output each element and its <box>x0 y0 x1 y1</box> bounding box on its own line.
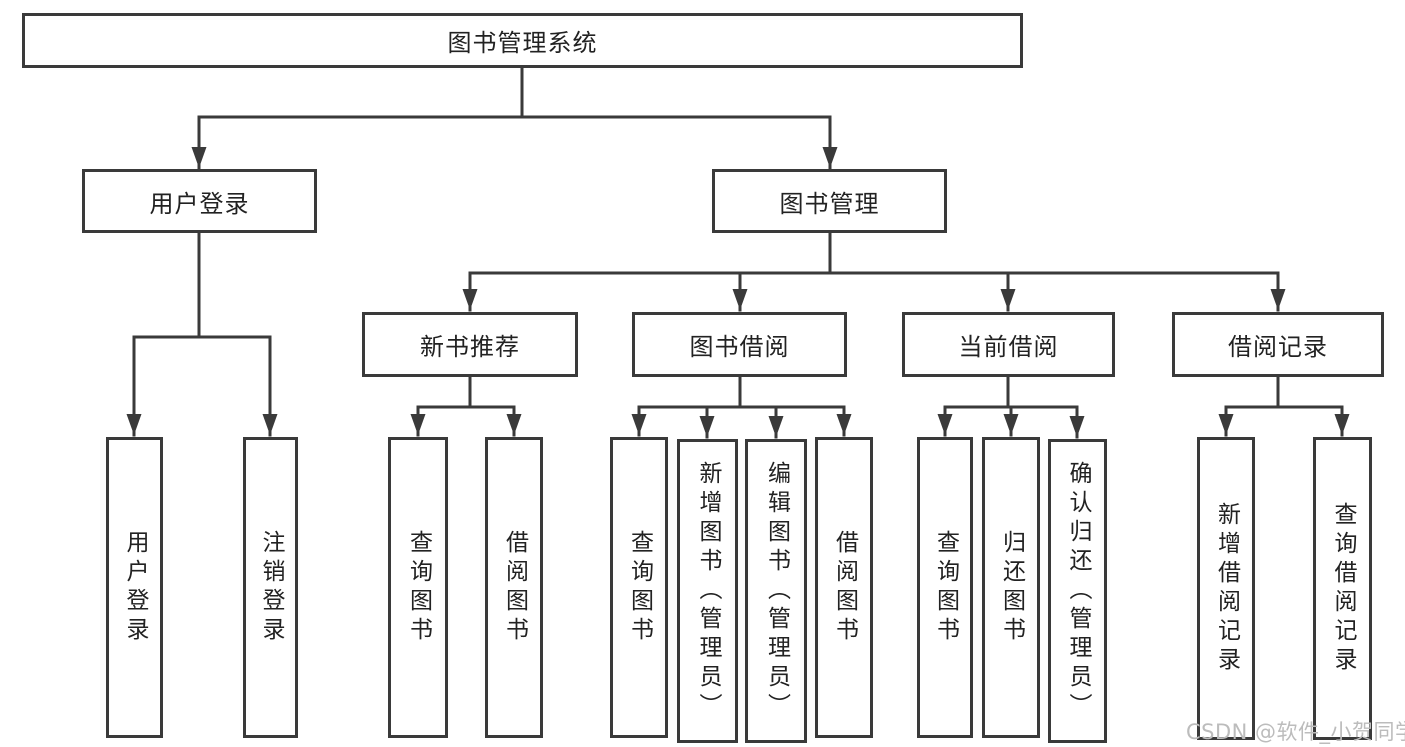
connector-borrow-records-children <box>1218 374 1350 437</box>
connector-book-borrow-children <box>631 374 852 439</box>
leaf-logout-label: 注销登录 <box>258 529 284 646</box>
node-root: 图书管理系统 <box>22 13 1023 68</box>
node-user-login: 用户登录 <box>82 169 317 233</box>
node-new-book-rec: 新书推荐 <box>362 312 578 377</box>
leaf-add-books-admin: 新增图书（管理员） <box>677 439 738 743</box>
leaf-newbook-query-books: 查询图书 <box>388 437 448 738</box>
node-user-login-label: 用户登录 <box>149 189 250 218</box>
node-book-borrow-label: 图书借阅 <box>689 333 790 361</box>
watermark: CSDN @软件_小贺同学 <box>1186 720 1405 744</box>
node-book-borrow: 图书借阅 <box>632 312 847 377</box>
leaf-borrow-borrow-books: 借阅图书 <box>815 437 873 738</box>
leaf-query-borrow-record: 查询借阅记录 <box>1313 437 1372 740</box>
connector-root-to-level2 <box>191 64 838 170</box>
leaf-logout: 注销登录 <box>243 437 298 738</box>
node-current-borrow-label: 当前借阅 <box>958 333 1059 361</box>
leaf-newbook-borrow-books-label: 借阅图书 <box>501 529 528 646</box>
leaf-confirm-return-admin-label: 确认归还（管理员） <box>1065 460 1091 722</box>
node-book-mgmt: 图书管理 <box>712 169 947 233</box>
leaf-confirm-return-admin: 确认归还（管理员） <box>1048 439 1107 743</box>
leaf-edit-books-admin: 编辑图书（管理员） <box>745 439 807 743</box>
leaf-edit-books-admin-label: 编辑图书（管理员） <box>763 460 790 722</box>
leaf-add-borrow-record-label: 新增借阅记录 <box>1213 501 1240 676</box>
leaf-current-query-books-label: 查询图书 <box>932 529 959 646</box>
leaf-return-books-label: 归还图书 <box>998 529 1025 646</box>
leaf-user-login-label: 用户登录 <box>122 529 148 646</box>
leaf-add-books-admin-label: 新增图书（管理员） <box>695 460 721 722</box>
leaf-query-borrow-record-label: 查询借阅记录 <box>1330 501 1356 676</box>
leaf-add-borrow-record: 新增借阅记录 <box>1197 437 1255 740</box>
leaf-newbook-borrow-books: 借阅图书 <box>485 437 543 738</box>
connector-user-login-children <box>126 230 278 437</box>
leaf-borrow-query-books: 查询图书 <box>610 437 668 738</box>
node-current-borrow: 当前借阅 <box>902 312 1115 377</box>
node-book-mgmt-label: 图书管理 <box>779 189 880 218</box>
leaf-borrow-borrow-books-label: 借阅图书 <box>831 529 858 646</box>
leaf-borrow-query-books-label: 查询图书 <box>626 529 653 646</box>
leaf-current-query-books: 查询图书 <box>917 437 973 738</box>
leaf-user-login: 用户登录 <box>106 437 163 738</box>
leaf-newbook-query-books-label: 查询图书 <box>405 529 432 646</box>
leaf-return-books: 归还图书 <box>982 437 1040 738</box>
node-borrow-records: 借阅记录 <box>1172 312 1384 377</box>
connector-new-book-children <box>410 374 522 437</box>
connector-current-borrow-children <box>937 374 1085 439</box>
connector-book-mgmt-to-level3 <box>462 230 1286 312</box>
node-borrow-records-label: 借阅记录 <box>1228 333 1328 361</box>
node-new-book-rec-label: 新书推荐 <box>420 333 520 361</box>
node-root-label: 图书管理系统 <box>447 29 598 57</box>
